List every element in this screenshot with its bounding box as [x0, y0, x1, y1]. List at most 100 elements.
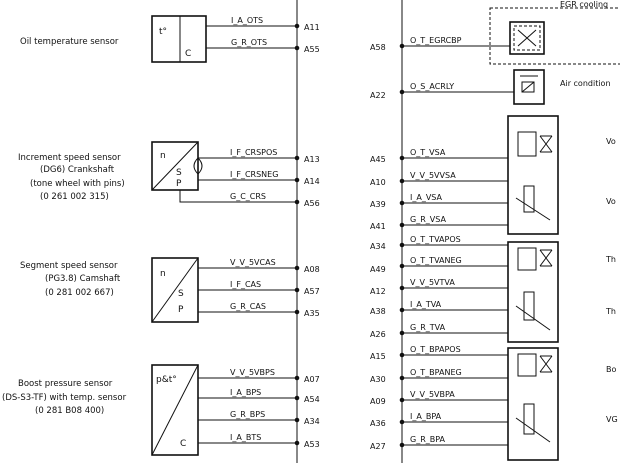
- pin-label: A09: [370, 397, 386, 406]
- pin-terminal: [294, 23, 300, 29]
- actuator-valve-icon: [539, 135, 553, 153]
- sensor-name-line: Increment speed sensor: [18, 153, 121, 163]
- signal-label: I_A_BTS: [230, 433, 261, 442]
- signal-label: I_F_CRSPOS: [230, 148, 277, 157]
- pin-terminal: [294, 440, 300, 446]
- signal-label: G_R_BPS: [230, 410, 265, 419]
- pin-terminal: [294, 309, 300, 315]
- signal-label: G_R_TVA: [410, 323, 446, 332]
- sensor-name-line: (tone wheel with pins): [30, 179, 125, 189]
- signal-label: V_V_5VVSA: [410, 171, 456, 180]
- signal-label: O_T_BPAPOS: [410, 345, 461, 354]
- signal-label: O_T_BPANEG: [410, 368, 462, 377]
- egr-inner-dashed: [513, 25, 541, 51]
- signal-label: G_C_CRS: [230, 192, 266, 201]
- pin-label: A15: [370, 352, 386, 361]
- sensor-name-line: (DG6) Crankshaft: [40, 165, 115, 175]
- pin-terminal: [399, 285, 405, 291]
- pin-terminal: [399, 155, 405, 161]
- actuator-frame: [507, 115, 559, 235]
- pin-label: A36: [370, 419, 386, 428]
- actuator-valve-icon: [539, 355, 553, 373]
- relay-box: [513, 69, 545, 105]
- pin-label: A58: [370, 43, 386, 52]
- potentiometer-wiper: [515, 197, 551, 221]
- pin-terminal: [399, 178, 405, 184]
- air-condition-relay: Air condition A22 O_S_ACRLY: [370, 69, 611, 105]
- sensor-symbol: C: [185, 49, 191, 59]
- actuator-label: Vo: [606, 137, 616, 146]
- relay-coil-line: [521, 81, 535, 93]
- pin-terminal: [294, 265, 300, 271]
- position-potentiometer: [523, 185, 535, 213]
- sensor-name-line: Oil temperature sensor: [20, 37, 119, 47]
- pin-label: A13: [304, 155, 320, 164]
- actuator-group-vsa: Vo Vo A45 A10 A39 A41 O_T_VSA V_V_5VVSA …: [370, 115, 616, 235]
- potentiometer-wiper: [515, 305, 551, 331]
- pin-label: A08: [304, 265, 320, 274]
- pin-terminal: [399, 89, 405, 95]
- pin-label: A11: [304, 23, 320, 32]
- sensor-symbol-diagonal: [151, 141, 199, 191]
- actuator-box: [509, 21, 545, 55]
- sensor-symbol: t°: [159, 27, 167, 37]
- pin-terminal: [294, 199, 300, 205]
- actuator-label: Bo: [606, 365, 616, 374]
- segment-speed-sensor: Segment speed sensor (PG3.8) Camshaft (0…: [20, 257, 320, 323]
- pin-label: A39: [370, 200, 386, 209]
- pin-terminal: [399, 242, 405, 248]
- pin-terminal: [399, 307, 405, 313]
- signal-label: G_R_BPA: [410, 435, 446, 444]
- sensor-name-line: (0 281 002 667): [45, 288, 114, 298]
- actuator-label: Th: [605, 255, 616, 264]
- actuator-label: Vo: [606, 197, 616, 206]
- sensor-symbol-diagonal: [151, 364, 199, 456]
- pin-terminal: [294, 177, 300, 183]
- sensor-symbol: P: [176, 179, 182, 189]
- pin-label: A56: [304, 199, 320, 208]
- pin-label: A07: [304, 375, 320, 384]
- sensor-symbol: P: [178, 305, 184, 315]
- signal-label: G_R_VSA: [410, 215, 446, 224]
- actuator-group-bpa: Bo VG A15 A30 A09 A36 A27 O_T_BPAPOS O_T…: [370, 345, 618, 461]
- sensor-symbol: n: [160, 151, 166, 161]
- sensor-name-line: (0 281 B08 400): [35, 406, 104, 416]
- signal-label: V_V_5VTVA: [410, 278, 455, 287]
- egr-cooling-label: EGR cooling: [560, 0, 608, 9]
- oil-temperature-sensor: Oil temperature sensor t° C I_A_OTS G_R_…: [20, 15, 320, 63]
- actuator-group-tva: Th Th A34 A49 A12 A38 A26 O_T_TVAPOS O_T…: [370, 235, 616, 343]
- pin-label: A53: [304, 440, 320, 449]
- actuator-motor: [517, 353, 537, 377]
- signal-label: G_R_CAS: [230, 302, 266, 311]
- signal-label: I_A_VSA: [410, 193, 443, 202]
- sensor-symbol: S: [178, 289, 184, 299]
- pin-label: A34: [370, 242, 386, 251]
- twisted-pair-symbol: [193, 157, 203, 175]
- signal-label: O_T_VSA: [410, 148, 446, 157]
- sensor-symbol: n: [160, 269, 166, 279]
- pin-label: A34: [304, 417, 320, 426]
- pin-terminal: [294, 375, 300, 381]
- egr-cooling-actuator: EGR cooling A58 O_T_EGRCBP: [370, 0, 620, 65]
- signal-label: V_V_5VBPA: [410, 390, 455, 399]
- pin-terminal: [294, 395, 300, 401]
- pin-label: A35: [304, 309, 320, 318]
- pin-label: A10: [370, 178, 386, 187]
- pin-label: A41: [370, 222, 386, 231]
- pin-terminal: [399, 375, 405, 381]
- pin-terminal: [399, 200, 405, 206]
- actuator-label: Th: [605, 307, 616, 316]
- valve-icon: [517, 29, 537, 47]
- pin-terminal: [399, 330, 405, 336]
- sensor-name-line: Segment speed sensor: [20, 261, 118, 271]
- sensor-name-line: (0 261 002 315): [40, 192, 109, 202]
- actuator-motor: [517, 131, 537, 157]
- pin-terminal: [294, 45, 300, 51]
- sensor-symbol: C: [180, 439, 186, 449]
- sensor-symbol: S: [176, 168, 182, 178]
- pin-label: A54: [304, 395, 320, 404]
- signal-label: I_F_CRSNEG: [230, 170, 278, 179]
- potentiometer-wiper: [515, 417, 551, 443]
- signal-label: I_A_BPA: [410, 412, 442, 421]
- pin-label: A27: [370, 442, 386, 451]
